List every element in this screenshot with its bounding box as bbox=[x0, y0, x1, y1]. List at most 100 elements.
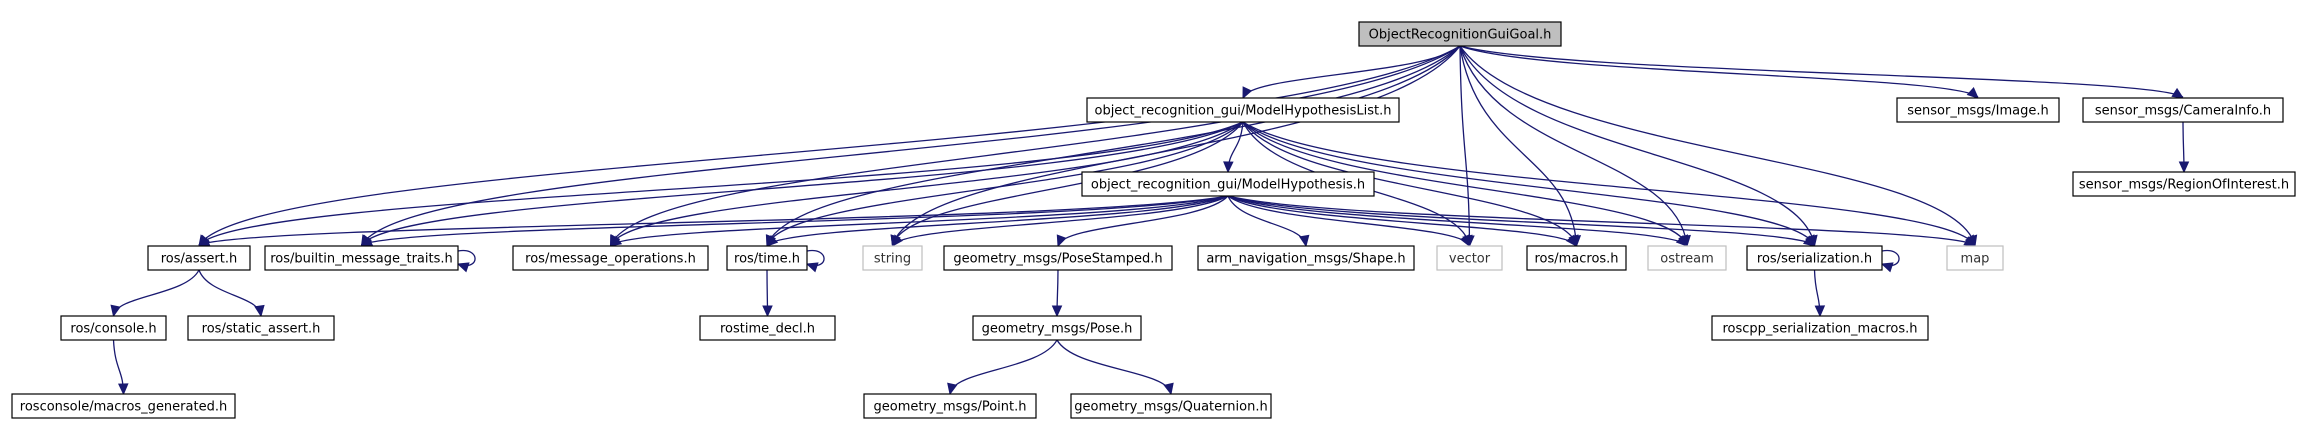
node-label: arm_navigation_msgs/Shape.h bbox=[1206, 252, 1405, 267]
node-shape[interactable]: arm_navigation_msgs/Shape.h bbox=[1197, 245, 1415, 271]
edge-arrowhead bbox=[1675, 234, 1688, 247]
node-quat[interactable]: geometry_msgs/Quaternion.h bbox=[1070, 393, 1272, 419]
node-label: object_recognition_gui/ModelHypothesis.h bbox=[1091, 178, 1365, 193]
node-rdecl[interactable]: rostime_decl.h bbox=[699, 315, 836, 341]
edge-root-to-serial bbox=[1459, 45, 1818, 248]
edge-root-to-assert bbox=[198, 45, 1461, 247]
edge-line bbox=[1242, 45, 1461, 98]
node-label: ros/builtin_message_traits.h bbox=[270, 252, 453, 267]
edge-line bbox=[112, 269, 200, 316]
node-box bbox=[972, 315, 1142, 341]
edge-arrowhead bbox=[1963, 236, 1977, 247]
edge-arrowhead bbox=[1051, 305, 1063, 318]
edge-arrowhead bbox=[805, 262, 819, 273]
node-box bbox=[1086, 97, 1400, 123]
node-label: geometry_msgs/Pose.h bbox=[982, 322, 1133, 337]
node-point[interactable]: geometry_msgs/Point.h bbox=[863, 393, 1037, 419]
edge-arrowhead bbox=[891, 234, 904, 247]
node-label: ros/message_operations.h bbox=[525, 252, 696, 267]
node-time[interactable]: ros/time.h bbox=[726, 245, 808, 271]
node-label: geometry_msgs/PoseStamped.h bbox=[953, 252, 1162, 267]
node-label: ros/time.h bbox=[734, 252, 800, 267]
node-pstamp[interactable]: geometry_msgs/PoseStamped.h bbox=[943, 245, 1173, 271]
node-cam[interactable]: sensor_msgs/CameraInfo.h bbox=[2082, 97, 2284, 123]
edge-line bbox=[609, 121, 1244, 246]
edge-arrowhead bbox=[1802, 235, 1816, 247]
node-label: vector bbox=[1449, 252, 1491, 267]
edge-mh-to-ostream bbox=[1227, 195, 1688, 247]
node-macros[interactable]: ros/macros.h bbox=[1526, 245, 1627, 271]
node-label: map bbox=[1961, 252, 1990, 267]
node-box bbox=[2082, 97, 2284, 123]
edge-line bbox=[949, 339, 1058, 394]
edge-bmt-to-bmt bbox=[456, 249, 476, 273]
node-box bbox=[1647, 245, 1727, 271]
node-label: ostream bbox=[1660, 252, 1714, 267]
node-box bbox=[862, 245, 923, 271]
node-bmt[interactable]: ros/builtin_message_traits.h bbox=[264, 245, 459, 271]
edge-line bbox=[1227, 195, 1815, 246]
edge-arrowhead bbox=[947, 382, 958, 396]
node-mhl[interactable]: object_recognition_gui/ModelHypothesisLi… bbox=[1086, 97, 1400, 123]
edge-line bbox=[361, 195, 1229, 246]
edge-line bbox=[198, 195, 1229, 246]
edge-pstamp-to-pose bbox=[1051, 269, 1063, 318]
node-macgen[interactable]: rosconsole/macros_generated.h bbox=[11, 393, 236, 419]
node-rsm[interactable]: roscpp_serialization_macros.h bbox=[1711, 315, 1929, 341]
edge-line bbox=[1459, 45, 1976, 246]
edge-line bbox=[609, 45, 1461, 246]
node-box bbox=[1436, 245, 1503, 271]
edge-arrowhead bbox=[456, 262, 470, 273]
node-box bbox=[1896, 97, 2060, 123]
edge-line bbox=[1227, 195, 1976, 246]
node-label: geometry_msgs/Quaternion.h bbox=[1074, 400, 1267, 415]
node-serial[interactable]: ros/serialization.h bbox=[1746, 245, 1883, 271]
node-label: ros/static_assert.h bbox=[202, 322, 321, 337]
node-box bbox=[60, 315, 167, 341]
node-roi[interactable]: sensor_msgs/RegionOfInterest.h bbox=[2072, 171, 2296, 197]
edge-mhl-to-mh bbox=[1223, 121, 1244, 174]
node-box bbox=[699, 315, 836, 341]
edge-mh-to-string bbox=[891, 195, 1229, 247]
edge-serial-to-rsm bbox=[1813, 269, 1826, 318]
edge-line bbox=[1242, 121, 1578, 246]
edge-root-to-mhl bbox=[1242, 45, 1461, 100]
edge-layer bbox=[110, 45, 2190, 396]
node-label: ros/console.h bbox=[70, 322, 156, 337]
edge-line bbox=[1227, 195, 1688, 246]
node-box bbox=[1081, 171, 1375, 197]
edge-pose-to-point bbox=[947, 339, 1058, 396]
edge-assert-to-sassert bbox=[198, 269, 265, 318]
edge-arrowhead bbox=[1163, 382, 1174, 396]
node-box bbox=[1711, 315, 1929, 341]
node-assert[interactable]: ros/assert.h bbox=[147, 245, 251, 271]
node-label: sensor_msgs/CameraInfo.h bbox=[2095, 104, 2271, 119]
edge-arrowhead bbox=[1880, 262, 1894, 273]
node-sassert[interactable]: ros/static_assert.h bbox=[187, 315, 335, 341]
edge-pose-to-quat bbox=[1056, 339, 1174, 396]
node-img[interactable]: sensor_msgs/Image.h bbox=[1896, 97, 2060, 123]
edge-arrowhead bbox=[1814, 305, 1826, 318]
edge-line bbox=[1056, 339, 1172, 394]
edge-mh-to-bmt bbox=[360, 195, 1229, 247]
edge-mh-to-map bbox=[1227, 195, 1977, 247]
node-mh[interactable]: object_recognition_gui/ModelHypothesis.h bbox=[1081, 171, 1375, 197]
edge-line bbox=[1242, 121, 1688, 246]
node-box bbox=[1070, 393, 1272, 419]
edge-root-to-img bbox=[1459, 45, 1979, 99]
node-label: rosconsole/macros_generated.h bbox=[20, 400, 227, 415]
node-msgops[interactable]: ros/message_operations.h bbox=[512, 245, 709, 271]
edge-arrowhead bbox=[1565, 234, 1578, 247]
node-root[interactable]: ObjectRecognitionGuiGoal.h bbox=[1358, 21, 1562, 47]
node-string: string bbox=[862, 245, 923, 271]
edge-arrowhead bbox=[1966, 87, 1979, 99]
edge-mh-to-macros bbox=[1227, 195, 1578, 247]
node-pose[interactable]: geometry_msgs/Pose.h bbox=[972, 315, 1142, 341]
node-console[interactable]: ros/console.h bbox=[60, 315, 167, 341]
node-label: geometry_msgs/Point.h bbox=[874, 400, 1027, 415]
node-box bbox=[943, 245, 1173, 271]
edge-arrowhead bbox=[1459, 234, 1471, 248]
node-box bbox=[1197, 245, 1415, 271]
edge-line bbox=[610, 195, 1229, 246]
edge-mh-to-serial bbox=[1227, 195, 1816, 247]
